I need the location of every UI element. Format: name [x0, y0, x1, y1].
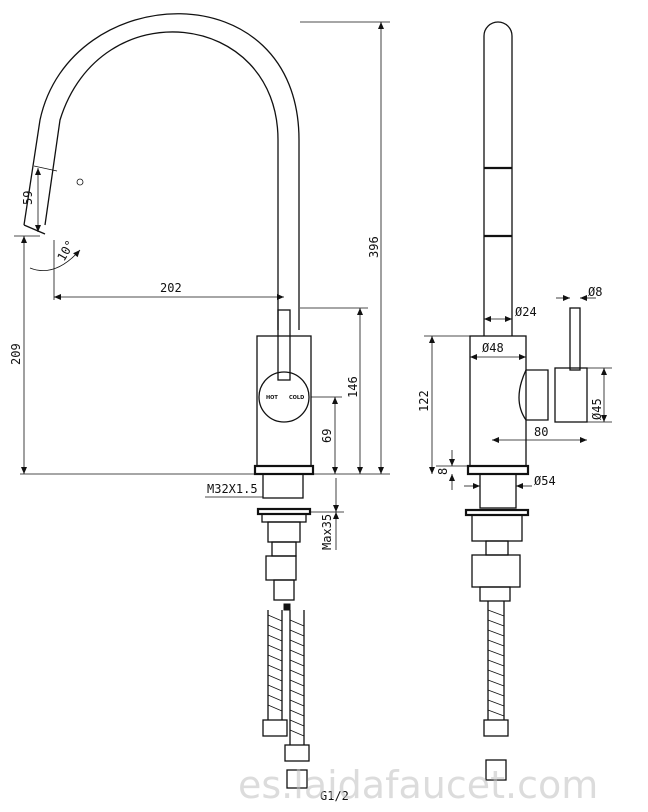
dim-80: 80	[534, 425, 548, 439]
front-hardware	[464, 508, 530, 781]
front-spout	[483, 21, 513, 336]
faucet-body: HOT COLD	[253, 309, 315, 499]
spout-gooseneck	[23, 13, 300, 330]
side-view: HOT COLD	[9, 13, 390, 803]
watermark: es.laidafaucet.com	[238, 763, 598, 807]
front-view: Ø24 Ø8 Ø48 122 Ø45 80 8 Ø54	[417, 21, 612, 781]
dim-396: 396	[367, 236, 381, 258]
dim-69: 69	[320, 429, 334, 443]
dim-122: 122	[417, 390, 431, 412]
dim-146: 146	[346, 376, 360, 398]
dim-209: 209	[9, 343, 23, 365]
dim-d54: Ø54	[534, 474, 556, 488]
side-dimensions: 396 209 202 59 10° 146 69 M32X1.5 Max35	[9, 21, 390, 803]
dim-d48: Ø48	[482, 341, 504, 355]
supply-hoses	[262, 610, 310, 789]
dim-d24: Ø24	[515, 305, 537, 319]
dim-d8: Ø8	[588, 285, 602, 299]
cold-label: COLD	[289, 395, 304, 401]
front-dimensions: Ø24 Ø8 Ø48 122 Ø45 80 8 Ø54	[417, 285, 612, 490]
dim-d45: Ø45	[590, 398, 604, 420]
mounting-hardware	[256, 507, 312, 611]
dim-10deg: 10°	[54, 238, 77, 264]
dim-thread: M32X1.5	[207, 482, 258, 496]
front-body	[466, 307, 588, 509]
dim-8: 8	[436, 468, 450, 475]
dim-max35: Max35	[320, 514, 334, 550]
hot-label: HOT	[266, 395, 278, 401]
dim-202: 202	[160, 281, 182, 295]
dim-g12: G1/2	[320, 789, 349, 803]
dim-59: 59	[21, 191, 35, 205]
